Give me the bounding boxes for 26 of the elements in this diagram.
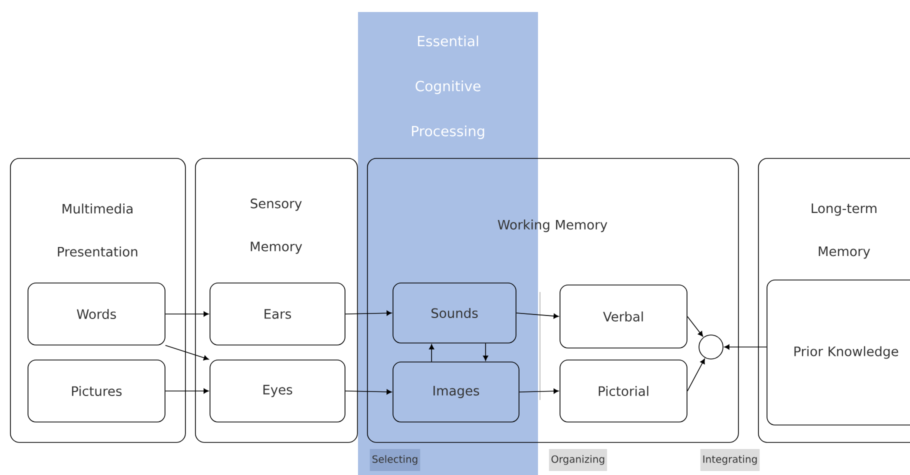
arrow	[165, 345, 209, 360]
process-box: Ears	[210, 282, 346, 346]
process-box: Words	[28, 282, 166, 346]
process-box: Images	[392, 362, 520, 422]
stage-label: Integrating	[700, 449, 760, 471]
process-box: Pictures	[28, 360, 166, 422]
band-heading: Essential Cognitive Processing	[412, 36, 484, 140]
arrow	[429, 344, 434, 362]
process-box: Prior Knowledge	[766, 280, 910, 426]
process-box: Sounds	[392, 282, 516, 344]
process-box: Verbal	[560, 284, 688, 348]
arrow	[516, 312, 559, 319]
process-box: Eyes	[210, 360, 346, 422]
arrow	[345, 310, 392, 316]
arrow	[687, 316, 704, 337]
process-box: Pictorial	[560, 360, 688, 422]
arrow	[724, 344, 767, 350]
arrow	[165, 388, 209, 394]
stage-label: Organizing	[548, 449, 608, 471]
arrow	[483, 343, 488, 361]
arrow	[165, 311, 209, 317]
arrow	[345, 389, 392, 394]
arrow	[519, 388, 559, 394]
stage-label: Selecting	[370, 449, 420, 471]
junction-circle	[698, 334, 724, 360]
arrow	[687, 358, 705, 392]
